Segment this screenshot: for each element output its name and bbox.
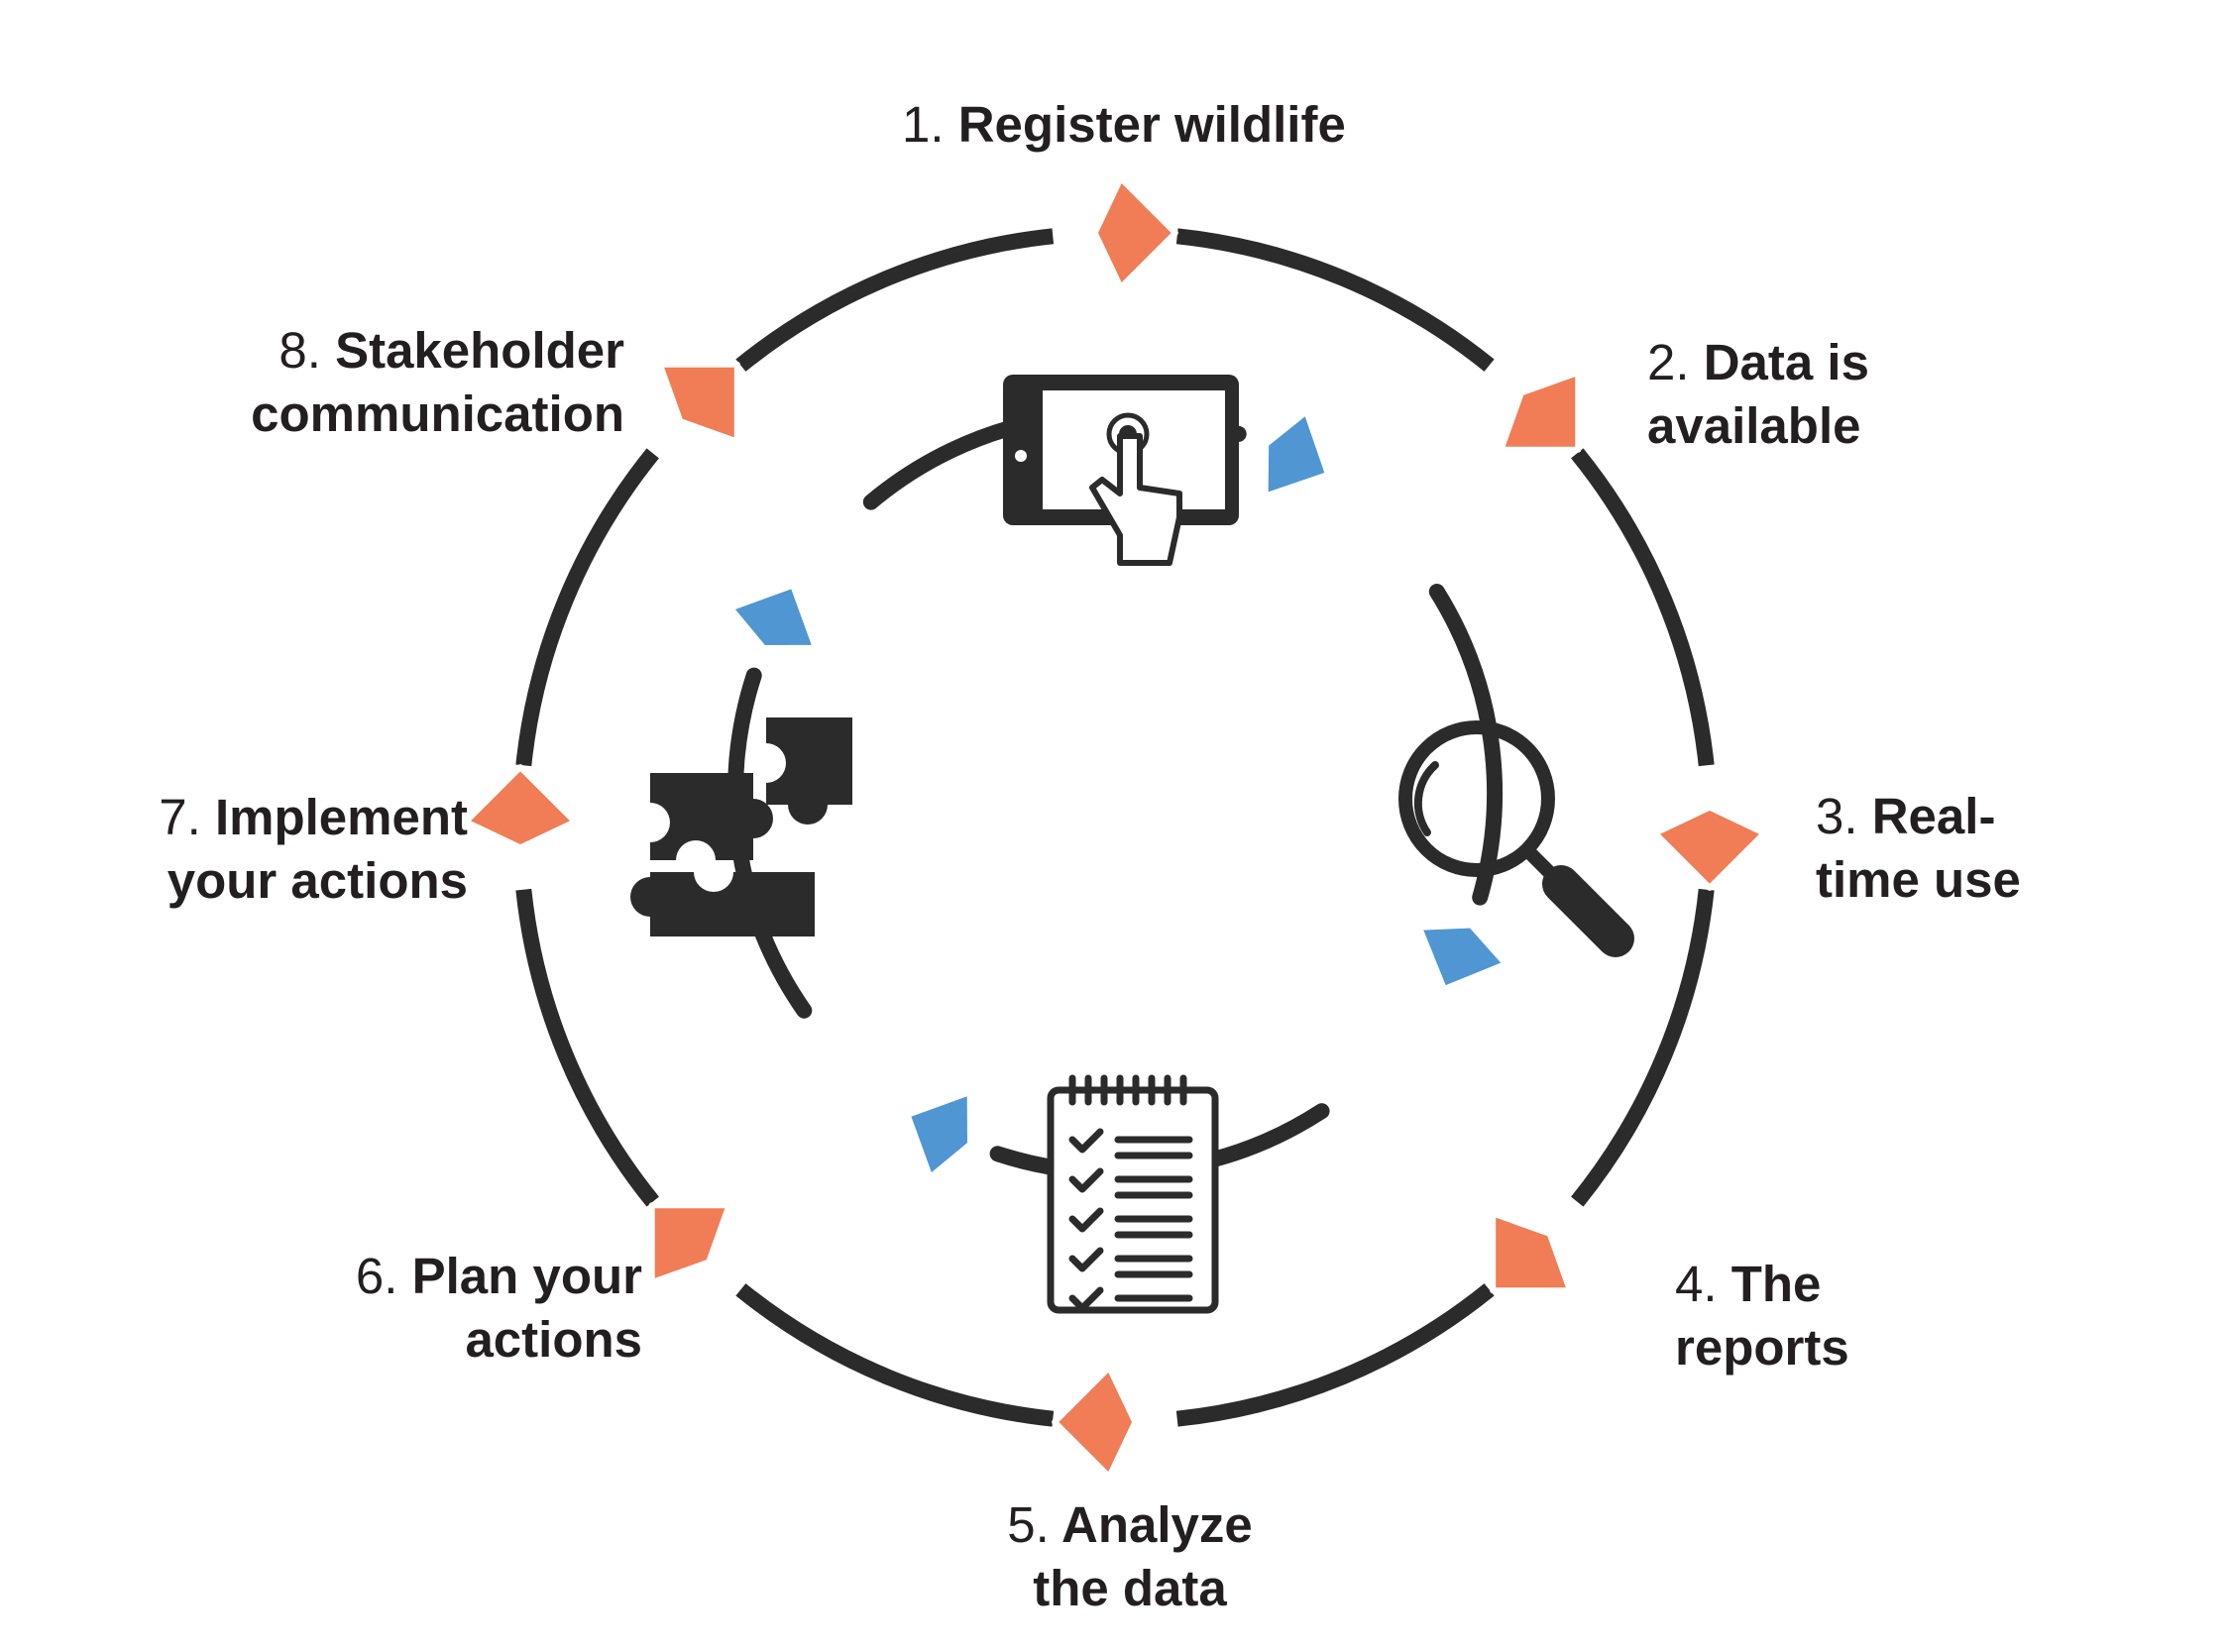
step-label-1: 1. Register wildlife (902, 93, 1346, 157)
step-label-line: 4. The (1675, 1253, 1849, 1316)
inner-arrow (1262, 408, 1332, 499)
magnifier-icon (1398, 720, 1634, 957)
step-number: 4. (1675, 1256, 1718, 1312)
step-text: Implement (214, 789, 468, 845)
step-label-line: reports (1675, 1316, 1849, 1379)
step-text: The (1730, 1256, 1822, 1312)
step-number: 8. (279, 322, 321, 379)
step-label-line: time use (1816, 848, 2021, 912)
step-label-3: 3. Real-time use (1816, 785, 2021, 912)
step-text: Real- (1871, 788, 1996, 844)
outer-ring-segment (735, 1283, 1055, 1427)
outer-arrow (462, 764, 579, 851)
outer-arrow (1498, 369, 1582, 453)
inner-arrow (1415, 922, 1509, 992)
step-label-line: 1. Register wildlife (902, 93, 1346, 157)
step-label-line: the data (1007, 1557, 1253, 1620)
outer-arrow (1091, 174, 1178, 291)
outer-arrow (656, 361, 740, 445)
step-number: 1. (902, 96, 945, 153)
outer-cycle-ring (462, 174, 1768, 1481)
step-text: reports (1675, 1319, 1849, 1376)
outer-ring-segment (1175, 228, 1495, 372)
outer-ring-segment (735, 228, 1055, 372)
outer-arrow (1651, 804, 1768, 891)
step-number: 2. (1647, 334, 1690, 390)
step-text: your actions (167, 852, 468, 909)
inner-ring-segment (1428, 584, 1504, 906)
step-text: Data is (1703, 334, 1869, 390)
step-text: Register wildlife (957, 96, 1346, 153)
step-number: 5. (1007, 1496, 1050, 1553)
outer-ring-segment (1175, 1283, 1495, 1427)
step-label-line: 2. Data is (1647, 331, 1869, 394)
puzzle-icon (630, 717, 852, 936)
step-text: Stakeholder (335, 322, 624, 379)
step-label-line: your actions (159, 849, 468, 913)
outer-ring-segment (515, 448, 659, 767)
tablet-touch-icon (1003, 375, 1239, 566)
outer-arrow (648, 1202, 732, 1286)
inner-arrow (726, 582, 819, 651)
step-text: time use (1816, 851, 2021, 908)
outer-ring-segment (1571, 888, 1715, 1207)
step-number: 3. (1816, 788, 1858, 844)
step-text: actions (465, 1311, 642, 1368)
step-label-line: 8. Stakeholder (251, 319, 624, 383)
step-label-line: communication (251, 383, 624, 446)
step-text: Plan your (411, 1248, 642, 1304)
inner-arrow (904, 1089, 973, 1181)
outer-ring-segment (1571, 448, 1715, 767)
step-text: the data (1033, 1560, 1227, 1616)
step-label-line: 6. Plan your (356, 1245, 642, 1308)
outer-ring-segment (515, 888, 659, 1207)
step-number: 7. (159, 789, 201, 845)
step-text: available (1647, 397, 1861, 454)
checklist-icon (1047, 1074, 1219, 1314)
outer-arrow (1052, 1364, 1139, 1481)
step-text: Analyze (1061, 1496, 1253, 1553)
step-label-line: available (1647, 394, 1869, 458)
step-label-line: 7. Implement (159, 786, 468, 849)
step-label-line: actions (356, 1308, 642, 1372)
step-number: 6. (355, 1248, 398, 1304)
outer-arrow (1490, 1210, 1574, 1294)
step-text: communication (251, 385, 624, 442)
step-label-line: 5. Analyze (1007, 1493, 1253, 1557)
step-label-line: 3. Real- (1816, 785, 2021, 848)
